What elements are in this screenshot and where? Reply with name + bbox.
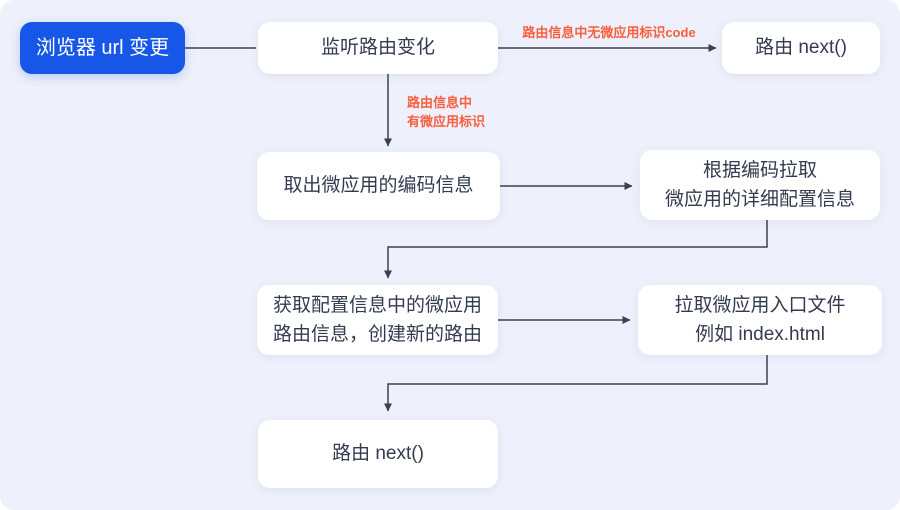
node-label-line1: 根据编码拉取 <box>702 159 817 181</box>
node-label: 取出微应用的编码信息 <box>283 175 474 197</box>
node-label: 浏览器 url 变更 <box>35 36 170 59</box>
node-route-next-bottom: 路由 next() <box>258 420 498 488</box>
node-label-line2: 例如 index.html <box>695 324 825 345</box>
node-browser-url-change: 浏览器 url 变更 <box>20 22 185 74</box>
node-listen-route-change: 监听路由变化 <box>258 22 498 74</box>
edge-label-has-app-code: 路由信息中 有微应用标识 <box>407 95 486 129</box>
edge-label-no-app-code: 路由信息中无微应用标识code <box>522 25 696 40</box>
node-route-next-top: 路由 next() <box>722 22 880 74</box>
node-create-new-route: 获取配置信息中的微应用 路由信息，创建新的路由 <box>257 285 498 355</box>
node-label-line1: 获取配置信息中的微应用 <box>272 294 482 316</box>
node-label-line2: 路由信息，创建新的路由 <box>272 324 482 345</box>
node-extract-app-code: 取出微应用的编码信息 <box>257 152 500 220</box>
node-label-line1: 拉取微应用入口文件 <box>674 294 846 316</box>
node-label: 路由 next() <box>755 37 847 59</box>
node-label-line2: 微应用的详细配置信息 <box>664 189 855 210</box>
edge-fetchconfig-to-createroute <box>384 220 768 279</box>
node-label: 监听路由变化 <box>320 37 435 59</box>
node-fetch-entry-file: 拉取微应用入口文件 例如 index.html <box>638 285 882 355</box>
edge-fetchentry-to-next <box>384 355 768 412</box>
node-fetch-app-config: 根据编码拉取 微应用的详细配置信息 <box>640 150 880 220</box>
node-label: 路由 next() <box>332 443 424 465</box>
